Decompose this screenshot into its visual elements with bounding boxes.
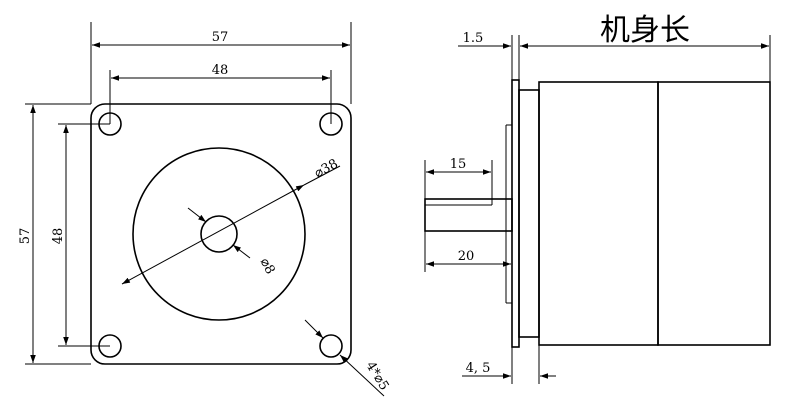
dim-label-shaft-diameter: ⌀8	[257, 256, 278, 277]
dim-flange-thickness: 4, 5	[462, 345, 556, 384]
dim-hole-spacing-width: 48	[109, 63, 332, 124]
dim-overall-width: 57	[90, 22, 352, 104]
dim-label-shaft-length: 20	[458, 249, 475, 264]
dim-label-overall-width: 57	[212, 30, 229, 45]
dim-label-shaft-flat-length: 15	[450, 157, 467, 172]
dim-label-hole-spacing-width: 48	[212, 63, 229, 78]
mount-hole-bottom-right	[319, 334, 343, 358]
dim-label-flange-thickness: 4, 5	[466, 361, 491, 376]
dim-label-flange-step: 1.5	[463, 31, 484, 46]
motor-body-rear	[657, 81, 771, 346]
shaft-circle	[200, 215, 238, 253]
front-view: 57 48 57 48 ⌀38	[18, 22, 392, 397]
dim-label-boss-diameter: ⌀38	[312, 157, 341, 182]
shaft-side	[424, 198, 513, 232]
dim-label-overall-height: 57	[18, 228, 33, 245]
dim-hole-spacing-height: 48	[51, 123, 110, 347]
dim-label-hole-spacing-height: 48	[51, 228, 66, 245]
side-view: 机身长 1.5 15 20 4, 5	[424, 13, 771, 384]
flange-lip	[518, 89, 540, 338]
dim-overall-height: 57	[18, 103, 91, 365]
dim-flange-step: 1.5	[458, 31, 513, 80]
motor-body-front	[538, 81, 659, 346]
dim-shaft-length: 20	[424, 231, 513, 272]
boss-circle	[132, 147, 306, 321]
dim-body-length: 机身长	[518, 13, 771, 90]
dim-shaft-flat-length: 15	[424, 157, 493, 205]
dim-label-mount-holes: 4*⌀5	[362, 359, 391, 393]
body-length-label: 机身长	[600, 13, 690, 48]
flange-plate	[90, 103, 352, 365]
flange-plate-side	[511, 79, 520, 348]
dim-shaft-diameter: ⌀8	[187, 207, 278, 277]
